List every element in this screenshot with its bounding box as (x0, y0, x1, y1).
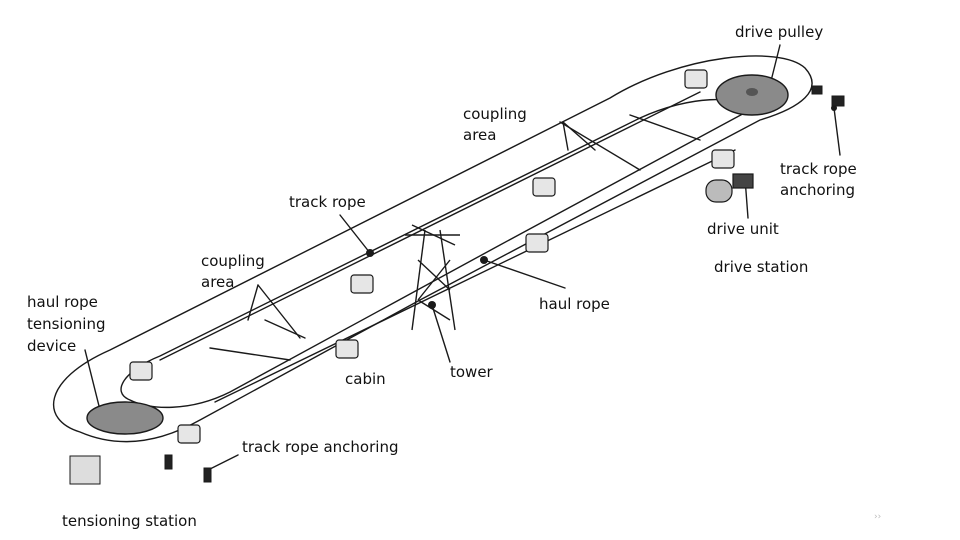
label-haul-rope-tensioning-1: haul rope (27, 293, 98, 311)
leader-coupling-lower-b (257, 284, 301, 339)
leader-track-rope (339, 214, 371, 254)
outer-rope-loop (53, 55, 813, 443)
leader-track-anchor-bottom (207, 454, 239, 471)
coupling-crossing-lower-2 (264, 319, 306, 339)
coupling-crossing-upper (559, 121, 641, 171)
drive-unit-machine (705, 173, 754, 203)
label-coupling-area-lower-2: area (201, 273, 235, 291)
tensioning-pulley-disc (86, 401, 164, 435)
label-drive-pulley: drive pulley (735, 23, 824, 41)
label-drive-station: drive station (714, 258, 809, 276)
label-track-rope: track rope (289, 193, 366, 211)
leader-tensioning-device (84, 349, 101, 411)
label-coupling-area-upper-1: coupling (463, 105, 527, 123)
label-coupling-area-lower-1: coupling (201, 252, 265, 270)
drive-pulley-hub (746, 88, 758, 96)
label-haul-rope: haul rope (539, 295, 610, 313)
label-haul-rope-tensioning-3: device (27, 337, 77, 355)
corner-mark: ›› (874, 512, 882, 522)
cabins (129, 69, 735, 444)
label-tensioning-station: tensioning station (62, 512, 197, 530)
leader-coupling-lower-a (247, 284, 259, 321)
label-coupling-area-upper-2: area (463, 126, 497, 144)
tower-structure (405, 224, 460, 331)
leader-track-anchor-right (833, 107, 841, 156)
label-track-rope-anchoring-bottom: track rope anchoring (242, 438, 399, 456)
leader-coupling-upper-b (562, 121, 596, 151)
label-haul-rope-tensioning-2: tensioning (27, 315, 106, 333)
track-rope-upper-line (159, 91, 701, 361)
leader-tower (431, 304, 451, 363)
coupling-crossing-upper-2 (629, 114, 701, 141)
label-track-rope-anchoring-right-1: track rope (780, 160, 857, 178)
label-track-rope-anchoring-right-2: anchoring (780, 181, 855, 199)
coupling-crossing-lower (209, 347, 291, 361)
counterweight-block (69, 455, 101, 485)
label-cabin: cabin (345, 370, 386, 388)
leader-coupling-upper-a (562, 121, 569, 151)
anchor-blocks (164, 85, 845, 483)
leader-haul-rope (483, 259, 566, 289)
label-tower: tower (450, 363, 493, 381)
label-drive-unit: drive unit (707, 220, 779, 238)
haul-rope-lower-line (214, 149, 736, 403)
